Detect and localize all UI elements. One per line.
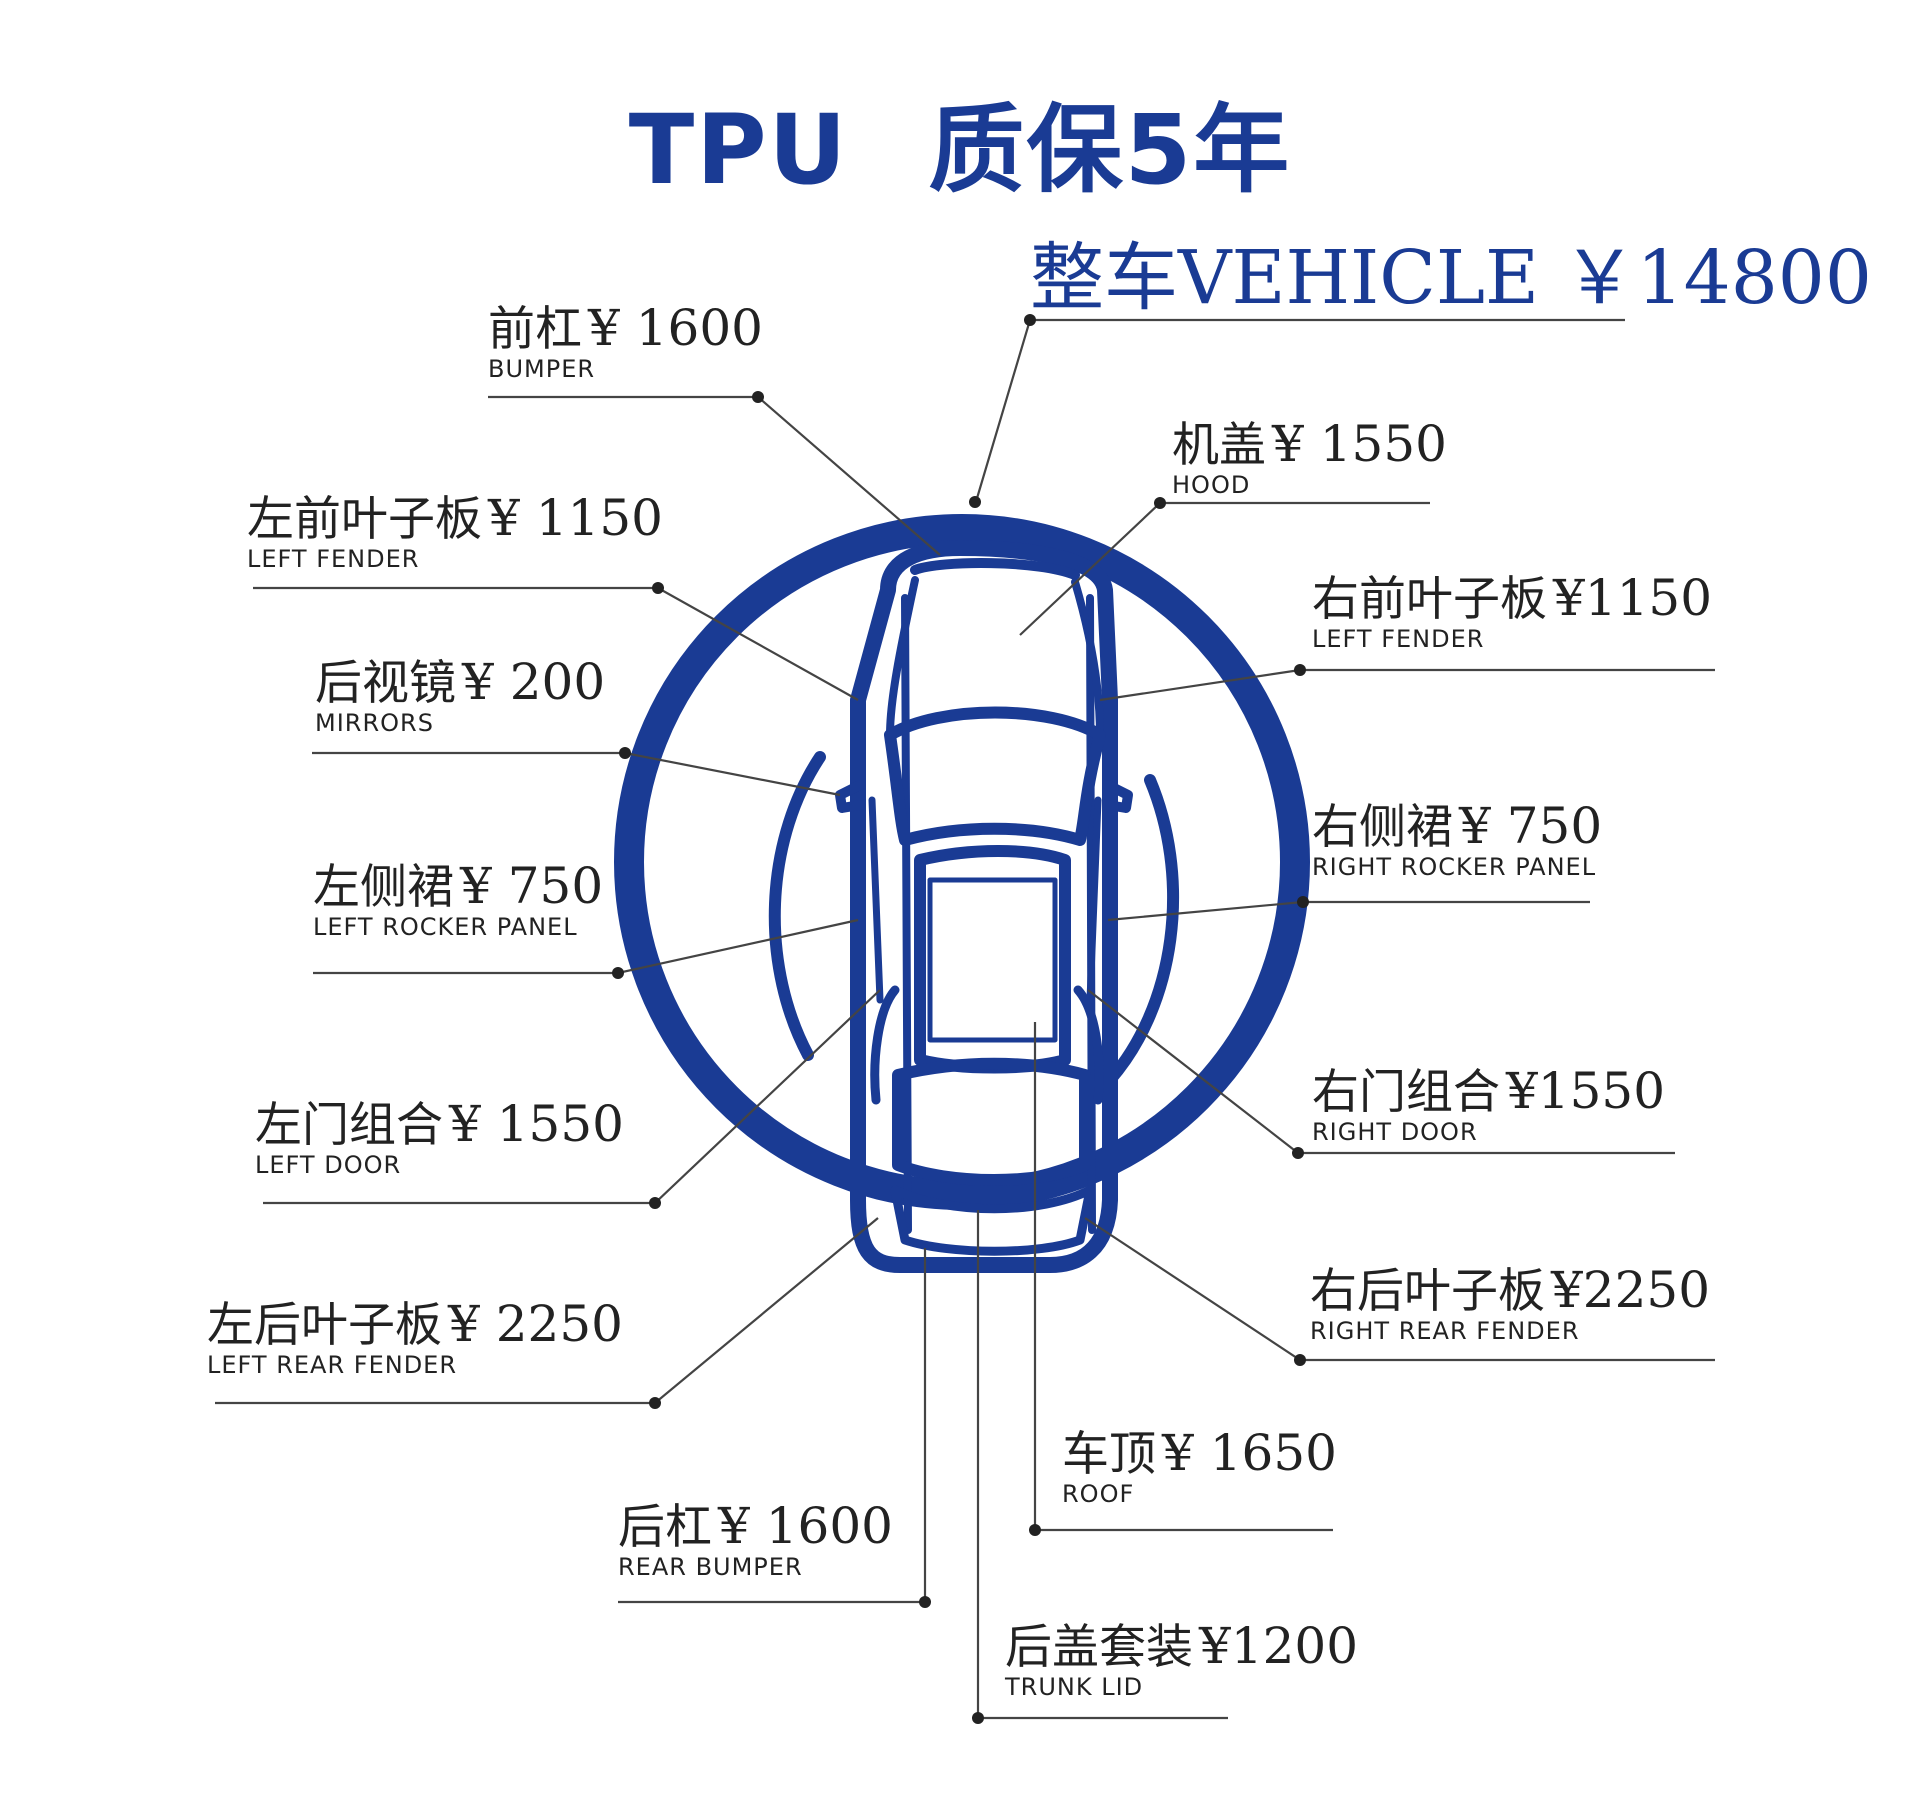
part-name-en: HOOD	[1172, 471, 1251, 499]
vehicle-total-price: 整车VEHICLE ￥14800	[1030, 218, 1872, 325]
page-title: TPU 质保5年	[0, 72, 1920, 211]
label-right-door: 右门组合¥1550 RIGHT DOOR	[1312, 1065, 1665, 1145]
part-name-en: MIRRORS	[315, 709, 434, 737]
label-rear-bumper: 后杠¥ 1600 REAR BUMPER	[618, 1500, 893, 1580]
outer-ring	[614, 514, 1310, 1210]
part-name: 右门组合	[1312, 1065, 1500, 1120]
label-bumper: 前杠¥ 1600 BUMPER	[488, 302, 763, 382]
part-price: ¥ 1600	[718, 1497, 893, 1555]
part-name: 后杠	[618, 1500, 712, 1555]
part-name-en: LEFT REAR FENDER	[207, 1351, 458, 1379]
label-trunk-lid: 后盖套装¥1200 TRUNK LID	[1005, 1620, 1358, 1700]
vehicle-label: 整车VEHICLE	[1030, 235, 1540, 321]
part-price: ¥1550	[1506, 1062, 1666, 1120]
part-name: 右侧裙	[1312, 800, 1453, 855]
part-name-en: BUMPER	[488, 355, 596, 383]
part-price: ¥1150	[1553, 569, 1713, 627]
title-warranty: 质保5年	[928, 94, 1292, 206]
right-motion-arc	[1104, 774, 1180, 1086]
part-price: ¥ 1550	[449, 1095, 624, 1153]
part-name-en: RIGHT ROCKER PANEL	[1312, 853, 1597, 881]
part-name: 左门组合	[255, 1098, 443, 1153]
label-right-fender: 右前叶子板¥1150 LEFT FENDER	[1312, 572, 1712, 652]
label-right-rear-fender: 右后叶子板¥2250 RIGHT REAR FENDER	[1310, 1264, 1710, 1344]
part-price: ¥ 1600	[588, 299, 763, 357]
part-name-en: LEFT DOOR	[255, 1151, 402, 1179]
label-mirrors: 后视镜¥ 200 MIRRORS	[315, 656, 605, 736]
part-name: 右后叶子板	[1310, 1264, 1545, 1319]
vehicle-price: ￥14800	[1562, 235, 1872, 321]
part-name: 后视镜	[315, 656, 456, 711]
part-price: ¥2250	[1551, 1261, 1711, 1319]
part-price: ¥ 1650	[1162, 1424, 1337, 1482]
label-hood: 机盖¥ 1550 HOOD	[1172, 418, 1447, 498]
part-name-en: RIGHT DOOR	[1312, 1118, 1478, 1146]
part-name-en: LEFT ROCKER PANEL	[313, 913, 578, 941]
label-left-rear-fender: 左后叶子板¥ 2250 LEFT REAR FENDER	[207, 1298, 623, 1378]
part-name: 后盖套装	[1005, 1620, 1193, 1675]
part-price: ¥1200	[1199, 1617, 1359, 1675]
part-name-en: LEFT FENDER	[247, 545, 420, 573]
part-name: 车顶	[1062, 1427, 1156, 1482]
label-left-rocker-panel: 左侧裙¥ 750 LEFT ROCKER PANEL	[313, 860, 603, 940]
part-price: ¥ 1550	[1272, 415, 1447, 473]
left-motion-arc	[768, 751, 826, 1061]
part-price: ¥ 200	[462, 653, 606, 711]
part-name-en: RIGHT REAR FENDER	[1310, 1317, 1580, 1345]
part-price: ¥ 1150	[488, 489, 663, 547]
label-left-fender: 左前叶子板¥ 1150 LEFT FENDER	[247, 492, 663, 572]
part-name: 左前叶子板	[247, 492, 482, 547]
part-name: 前杠	[488, 302, 582, 357]
label-right-rocker-panel: 右侧裙¥ 750 RIGHT ROCKER PANEL	[1312, 800, 1602, 880]
part-name: 左侧裙	[313, 860, 454, 915]
part-name-en: REAR BUMPER	[618, 1553, 803, 1581]
part-name: 左后叶子板	[207, 1298, 442, 1353]
part-price: ¥ 2250	[448, 1295, 623, 1353]
part-name: 机盖	[1172, 418, 1266, 473]
part-name-en: TRUNK LID	[1005, 1673, 1144, 1701]
label-roof: 车顶¥ 1650 ROOF	[1062, 1427, 1337, 1507]
part-name-en: ROOF	[1062, 1480, 1135, 1508]
title-product: TPU	[628, 94, 849, 206]
car-top-view-icon	[835, 540, 1133, 1273]
part-price: ¥ 750	[1459, 797, 1603, 855]
label-left-door: 左门组合¥ 1550 LEFT DOOR	[255, 1098, 624, 1178]
part-price: ¥ 750	[460, 857, 604, 915]
part-name: 右前叶子板	[1312, 572, 1547, 627]
part-name-en: LEFT FENDER	[1312, 625, 1485, 653]
leader-dots	[612, 314, 1309, 1724]
